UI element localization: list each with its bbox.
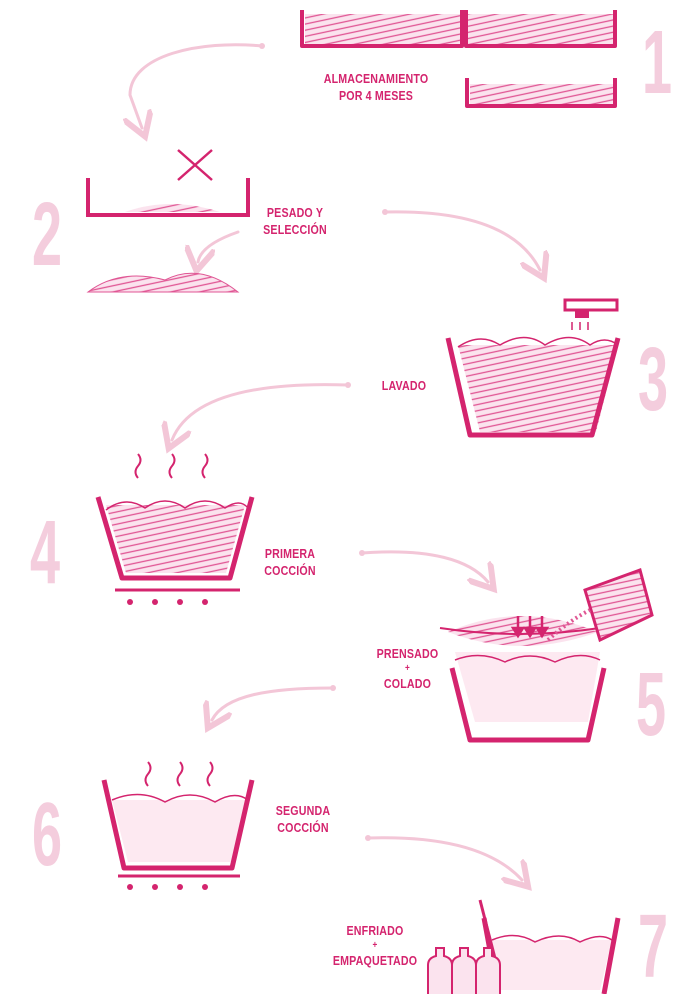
step-6-label: SEGUNDA COCCIÓN [269,802,336,836]
washing-basin-icon [448,300,618,435]
connector-5-6 [212,688,333,720]
step-7-label: ENFRIADO + EMPAQUETADO [330,922,420,969]
step-2-label-line1: PESADO Y [258,204,332,221]
step-5-label-line2: + [369,662,447,675]
step-4-label-line1: PRIMERA [257,545,323,562]
step-4-number: 4 [30,508,60,598]
step-1-label-line1: ALMACENAMIENTO [319,70,434,87]
step-2-label-line2: SELECCIÓN [258,221,332,238]
step-6-label-line1: SEGUNDA [269,802,336,819]
bottles-icon [428,948,500,994]
pressing-straining-icon [440,570,652,740]
step-2-label: PESADO Y SELECCIÓN [258,204,332,238]
weighing-tray-icon [88,150,248,292]
connector-2-3 [385,212,540,270]
connector-6-7 [368,838,522,880]
second-cooking-pot-icon [104,762,252,890]
step-5-number: 5 [636,660,666,750]
step-3-label-line1: LAVADO [374,377,433,394]
cooling-packaging-icon [428,900,618,994]
step-2-number: 2 [32,190,62,280]
step-7-number: 7 [638,902,668,992]
connector-3-4 [172,385,348,440]
step-5-label: PRENSADO + COLADO [369,645,447,692]
step-7-label-line1: ENFRIADO [330,922,420,939]
connector-4-5 [362,552,488,582]
step-1-label-line2: POR 4 MESES [319,87,434,104]
step-6-label-line2: COCCIÓN [269,819,336,836]
connector-1-2 [130,45,262,128]
step-7-label-line3: EMPAQUETADO [330,952,420,969]
first-cooking-pot-icon [98,454,252,605]
step-7-label-line2: + [330,939,420,952]
step-1-label: ALMACENAMIENTO POR 4 MESES [319,70,434,104]
step-4-label-line2: COCCIÓN [257,562,323,579]
step-6-number: 6 [32,790,62,880]
step-3-label: LAVADO [374,377,433,394]
step-3-number: 3 [638,335,668,425]
step-5-label-line1: PRENSADO [369,645,447,662]
step-4-label: PRIMERA COCCIÓN [257,545,323,579]
step-5-label-line3: COLADO [369,675,447,692]
connector-2-inner [198,232,238,262]
step-1-number: 1 [642,18,672,108]
